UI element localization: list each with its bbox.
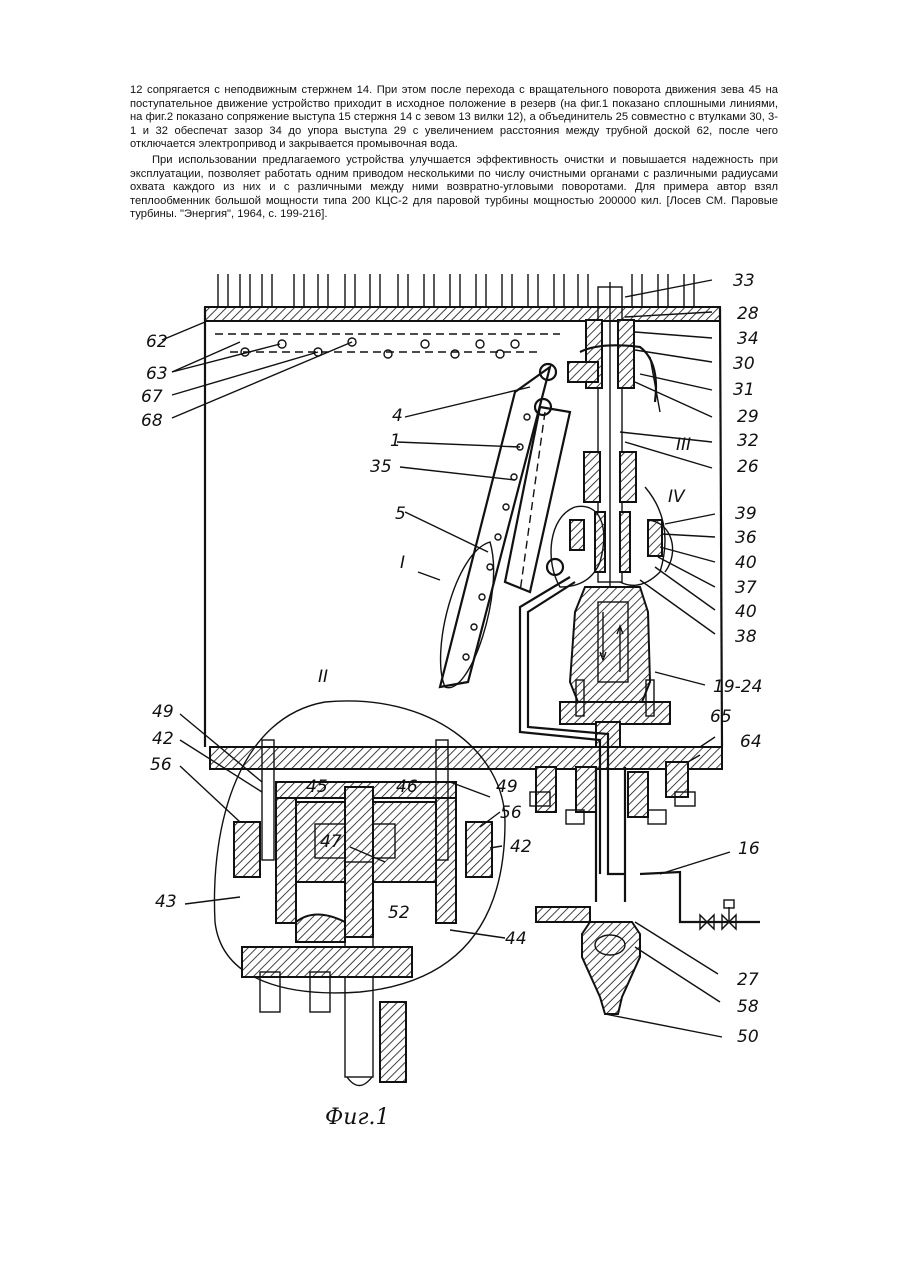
label-34: 34	[737, 329, 759, 349]
label-44: 44	[505, 929, 527, 949]
label-46: 46	[396, 777, 418, 797]
label-5: 5	[395, 504, 406, 524]
label-III: III	[676, 435, 691, 455]
label-IV: IV	[668, 487, 686, 507]
cleaning-arm	[440, 364, 570, 688]
label-29: 29	[737, 407, 759, 427]
paragraph-2: При использовании предлагаемого устройст…	[130, 154, 778, 222]
label-39: 39	[735, 504, 757, 524]
label-65: 65	[710, 707, 732, 727]
label-62: 62	[146, 332, 168, 352]
label-33: 33	[733, 271, 755, 291]
label-28: 28	[737, 304, 759, 324]
label-35: 35	[370, 457, 392, 477]
valve-icon	[700, 900, 736, 929]
label-16: 16	[738, 839, 760, 859]
label-42b: 42	[510, 837, 532, 857]
label-27: 27	[737, 970, 759, 990]
label-47: 47	[320, 832, 342, 852]
label-II: II	[318, 667, 328, 687]
label-37: 37	[735, 578, 757, 598]
label-58: 58	[737, 997, 759, 1017]
label-26: 26	[737, 457, 759, 477]
label-1: 1	[390, 431, 401, 451]
technical-drawing-figure-1: 33 28 34 30 31 29 32 26 39 36 40 37 40 3…	[0, 262, 900, 1142]
label-32: 32	[737, 431, 759, 451]
label-4: 4	[392, 406, 403, 426]
label-52: 52	[388, 903, 410, 923]
label-64: 64	[740, 732, 762, 752]
label-56b: 56	[500, 803, 522, 823]
label-68: 68	[141, 411, 163, 431]
label-63: 63	[146, 364, 168, 384]
lower-plate	[210, 747, 722, 769]
label-49b: 49	[496, 777, 518, 797]
label-31: 31	[733, 380, 755, 400]
label-19-24: 19-24	[713, 677, 762, 697]
label-50: 50	[737, 1027, 759, 1047]
central-shaft-assembly	[560, 282, 670, 747]
label-30: 30	[733, 354, 755, 374]
text-block: 12 сопрягается с неподвижным стержнем 14…	[130, 84, 778, 222]
label-38: 38	[735, 627, 757, 647]
lower-right-housing	[530, 762, 760, 1014]
paragraph-1: 12 сопрягается с неподвижным стержнем 14…	[130, 84, 778, 152]
label-49a: 49	[152, 702, 174, 722]
label-56a: 56	[150, 755, 172, 775]
label-45: 45	[306, 777, 328, 797]
label-42a: 42	[152, 729, 174, 749]
label-67: 67	[141, 387, 163, 407]
label-43: 43	[155, 892, 177, 912]
label-40b: 40	[735, 602, 757, 622]
label-I: I	[400, 553, 405, 573]
label-40a: 40	[735, 553, 757, 573]
figure-caption: Фиг.1	[325, 1105, 390, 1130]
label-36: 36	[735, 528, 757, 548]
